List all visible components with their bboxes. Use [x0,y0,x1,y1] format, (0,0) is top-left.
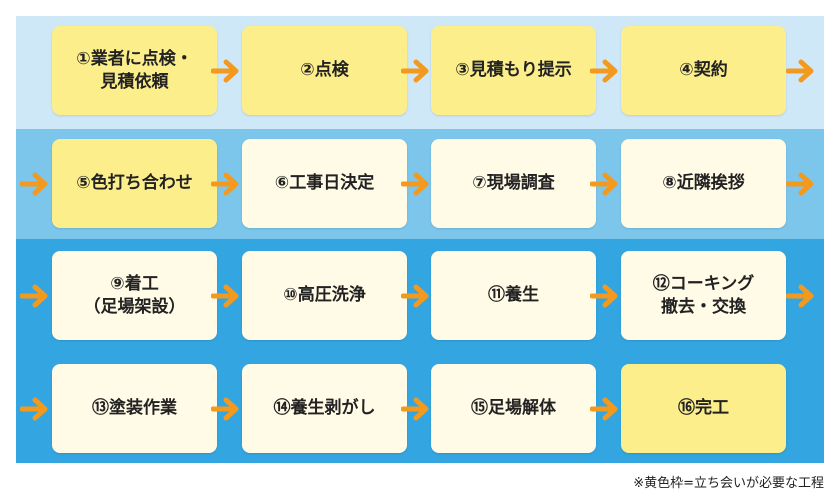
step-11-line1: ⑪養生 [488,285,539,306]
arrow-right-icon [401,59,429,83]
arrow-right-icon [786,59,814,83]
step-box-10: ⑩高圧洗浄 [242,251,407,340]
step-box-14: ⑭養生剥がし [242,364,407,453]
step-box-9: ⑨着工 （足場架設） [52,251,217,340]
step-12-line1: ⑫コーキング [652,273,755,294]
step-box-12: ⑫コーキング 撤去・交換 [621,251,786,340]
step-1-line2: 見積依頼 [100,71,169,92]
step-box-15: ⑮足場解体 [431,364,596,453]
arrow-right-icon [211,172,239,196]
step-9-line1: ⑨着工 [110,273,159,294]
step-box-6: ⑥工事日決定 [242,139,407,228]
step-12-line2: 撤去・交換 [661,296,746,317]
arrow-right-icon [786,284,814,308]
step-5-line1: ⑤色打ち合わせ [76,173,193,194]
arrow-right-icon [211,397,239,421]
legend-note: ※黄色枠=立ち会いが必要な工程 [633,476,824,491]
step-box-8: ⑧近隣挨拶 [621,139,786,228]
arrow-right-icon [20,172,48,196]
step-14-line1: ⑭養生剥がし [273,398,376,419]
step-9-line2: （足場架設） [83,296,186,317]
step-15-line1: ⑮足場解体 [471,398,556,419]
step-8-line1: ⑧近隣挨拶 [662,173,745,194]
step-6-line1: ⑥工事日決定 [274,173,375,194]
arrow-right-icon [401,172,429,196]
step-box-2: ②点検 [242,26,407,115]
arrow-right-icon [20,284,48,308]
step-box-16: ⑯完工 [621,364,786,453]
arrow-right-icon [590,172,618,196]
step-1-line1: ①業者に点検・ [76,48,193,69]
step-13-line1: ⑬塗装作業 [92,398,177,419]
arrow-right-icon [590,284,618,308]
step-box-11: ⑪養生 [431,251,596,340]
step-box-3: ③見積もり提示 [431,26,596,115]
step-16-line1: ⑯完工 [678,398,729,419]
arrow-right-icon [211,59,239,83]
step-4-line1: ④契約 [679,60,728,81]
step-7-line1: ⑦現場調査 [472,173,555,194]
step-3-line1: ③見積もり提示 [455,60,572,81]
arrow-right-icon [20,397,48,421]
arrow-right-icon [786,172,814,196]
arrow-right-icon [401,284,429,308]
arrow-right-icon [401,397,429,421]
arrow-right-icon [211,284,239,308]
step-box-1: ①業者に点検・ 見積依頼 [52,26,217,115]
step-2-line1: ②点検 [300,60,349,81]
arrow-right-icon [590,397,618,421]
arrow-right-icon [590,59,618,83]
step-box-5: ⑤色打ち合わせ [52,139,217,228]
step-box-4: ④契約 [621,26,786,115]
step-box-7: ⑦現場調査 [431,139,596,228]
step-box-13: ⑬塗装作業 [52,364,217,453]
step-10-line1: ⑩高圧洗浄 [283,285,366,306]
